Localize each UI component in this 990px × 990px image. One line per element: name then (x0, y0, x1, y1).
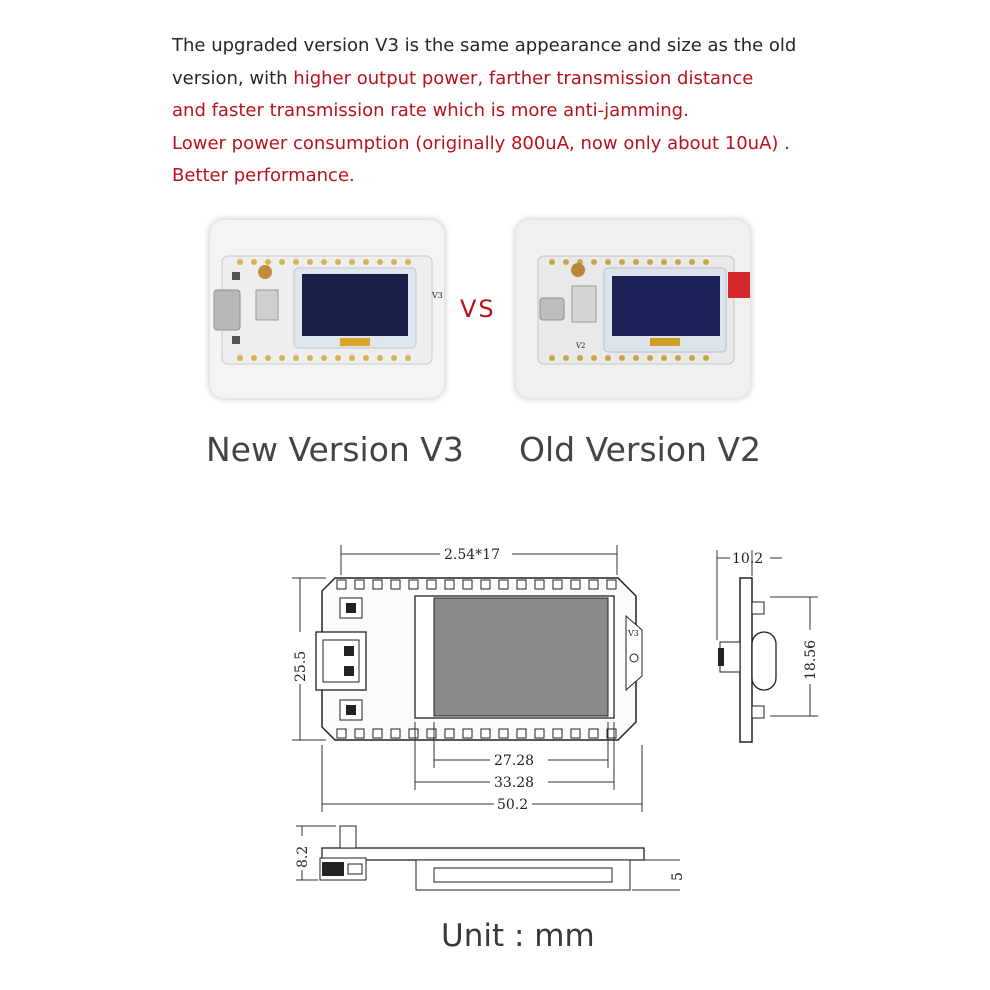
dim-window-width: 33.28 (494, 775, 534, 791)
usb-connector (315, 631, 367, 691)
side-view-board (739, 577, 753, 743)
dim-pin-pitch: 2.54*17 (444, 547, 500, 563)
dim-side-height: 18.56 (803, 640, 819, 680)
new-version-photo: V3 (210, 220, 444, 398)
new-version-caption: New Version V3 (206, 430, 464, 469)
intro-line-2: version, with higher output power, farth… (172, 63, 872, 96)
oled-screen (433, 597, 609, 717)
vs-label: VS (460, 295, 496, 323)
dim-board-height: 25.5 (293, 651, 309, 682)
intro-line-1: The upgraded version V3 is the same appe… (172, 35, 797, 56)
dim-total-width: 50.2 (497, 797, 528, 813)
profile-board (321, 847, 645, 861)
dim-screen-width: 27.28 (494, 753, 534, 769)
intro-line-2-start: version, with (172, 67, 294, 89)
dim-side-width: 10.2 (732, 551, 763, 567)
intro-text: The upgraded version V3 is the same appe… (172, 30, 872, 193)
intro-line-2-highlight: higher output power, farther transmissio… (293, 67, 754, 89)
intro-line-5: Better performance. (172, 165, 355, 186)
old-version-caption: Old Version V2 (519, 430, 761, 469)
old-board-mark: V2 (575, 342, 586, 350)
unit-label: Unit : mm (441, 918, 595, 954)
drawing-board-mark: V3 (627, 629, 639, 638)
intro-line-4: Lower power consumption (originally 800u… (172, 132, 790, 154)
profile-button (339, 825, 357, 849)
dim-profile-height: 8.2 (295, 846, 311, 868)
dim-screen-thickness: 5 (670, 872, 686, 881)
intro-line-3: and faster transmission rate which is mo… (172, 100, 689, 121)
old-version-photo: V2 (516, 220, 750, 398)
new-board-mark: V3 (431, 291, 443, 300)
